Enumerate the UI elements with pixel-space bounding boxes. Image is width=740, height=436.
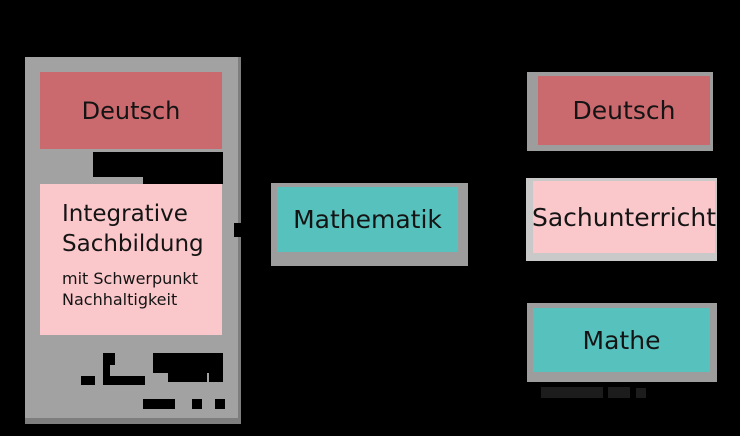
redacted-text-block (103, 376, 145, 385)
redacted-text-block (192, 399, 202, 409)
redacted-text-block (93, 152, 223, 177)
redacted-text-block (168, 373, 207, 382)
redacted-text-block (143, 177, 223, 184)
node-deutsch-right: Deutsch (527, 72, 713, 151)
faint-redacted-mark (636, 388, 646, 398)
node-integrative-sachbildung: Integrative Sachbildung mit Schwerpunkt … (40, 184, 222, 335)
node-sachunterricht-fill: Sachunterricht (531, 181, 717, 253)
node-mathematik-fill: Mathematik (277, 187, 458, 252)
node-label: Deutsch (81, 96, 181, 125)
redacted-text-block (103, 365, 110, 376)
node-mathematik: Mathematik (271, 183, 468, 266)
redacted-mark (234, 223, 242, 237)
redacted-text-block (81, 376, 95, 385)
left-panel: Deutsch Integrative Sachbildung mit Schw… (25, 57, 241, 424)
node-mathe-fill: Mathe (533, 308, 710, 372)
faint-redacted-mark (541, 387, 603, 398)
redacted-text-block (215, 399, 225, 409)
node-deutsch-right-fill: Deutsch (538, 76, 710, 145)
node-subtitle: mit Schwerpunkt Nachhaltigkeit (62, 269, 198, 309)
node-label: Mathematik (293, 205, 442, 234)
node-sachunterricht: Sachunterricht (526, 178, 717, 261)
node-title: Integrative Sachbildung (62, 201, 204, 257)
faint-redacted-mark (608, 387, 630, 398)
node-label: Deutsch (572, 96, 676, 125)
node-mathe: Mathe (527, 303, 717, 382)
redacted-text-block (153, 353, 223, 373)
redacted-text-block (143, 399, 175, 409)
redacted-text-block (209, 373, 223, 382)
node-label: Mathe (582, 325, 661, 355)
redacted-text-block (103, 353, 115, 365)
node-label: Sachunterricht (531, 202, 717, 232)
node-deutsch-left: Deutsch (40, 72, 222, 149)
